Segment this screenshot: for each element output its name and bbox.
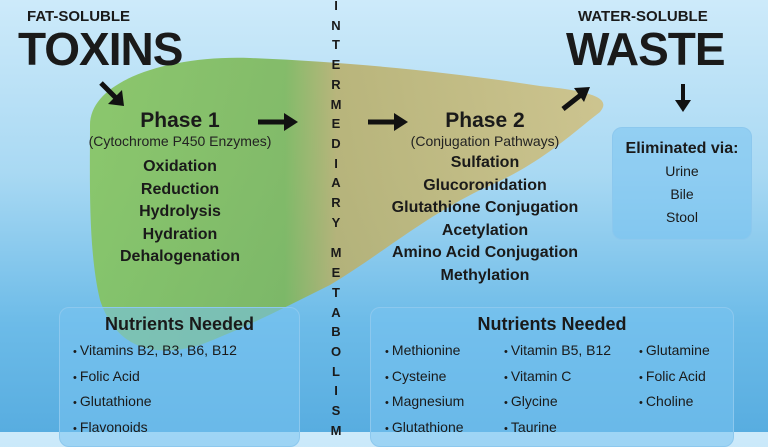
phase1-item: Hydration	[142, 225, 218, 243]
arrow-right-icon	[368, 113, 408, 131]
nutrient-item: Methionine	[385, 339, 464, 365]
phase2-item: Acetylation	[441, 221, 529, 239]
nutrient-item: Magnesium	[385, 390, 464, 416]
nutrient-item: Choline	[639, 390, 710, 416]
phase2-section: Phase 2 (Conjugation Pathways) Sulfation…	[370, 109, 600, 287]
nutrient-item: Glycine	[504, 390, 611, 416]
phase1-title: Phase 1	[140, 109, 220, 132]
nutrient-item: Glutathione	[73, 390, 237, 416]
nutrient-item: Folic Acid	[73, 365, 237, 391]
arrow-right-icon	[258, 113, 298, 131]
waste-heading: WASTE	[566, 23, 726, 75]
arrow-down-right-icon	[99, 81, 124, 106]
elimination-title: Eliminated via:	[625, 140, 739, 157]
nutrient-item: Flavonoids	[73, 416, 237, 442]
toxins-heading: TOXINS	[18, 23, 183, 75]
elimination-item: Bile	[670, 186, 694, 202]
phase2-nutrients-box: Nutrients Needed Methionine Cysteine Mag…	[370, 307, 734, 447]
nutrient-item: Glutathione	[385, 416, 464, 442]
nutrient-item: Vitamin B5, B12	[504, 339, 611, 365]
nutrient-item: Cysteine	[385, 365, 464, 391]
liver-illustration	[89, 57, 604, 351]
water-soluble-label: WATER-SOLUBLE	[578, 8, 708, 25]
nutrient-item: Taurine	[504, 416, 611, 442]
phase2-subtitle: (Conjugation Pathways)	[410, 133, 560, 149]
phase2-item: Sulfation	[450, 154, 520, 171]
phase1-item: Hydrolysis	[139, 203, 221, 220]
nutrients-title: Nutrients Needed	[477, 314, 627, 334]
elimination-box: Eliminated via: Urine Bile Stool	[612, 127, 752, 240]
phase2-title: Phase 2	[445, 109, 525, 132]
phase2-item: Glucoronidation	[423, 176, 547, 194]
phase1-item: Dehalogenation	[119, 248, 240, 265]
phase1-section: Phase 1 (Cytochrome P450 Enzymes) Oxidat…	[80, 109, 280, 269]
phase1-subtitle: (Cytochrome P450 Enzymes)	[88, 133, 272, 149]
phase2-list: Sulfation Glucoronidation Glutathione Co…	[370, 152, 600, 287]
nutrient-item: Vitamin C	[504, 365, 611, 391]
nutrient-item: Vitamins B2, B3, B6, B12	[73, 339, 237, 365]
nutrients-title: Nutrients Needed	[104, 314, 255, 334]
phase2-item: Glutathione Conjugation	[391, 199, 579, 216]
arrow-up-right-icon	[561, 87, 590, 111]
phase1-item: Oxidation	[143, 158, 217, 175]
phase1-list: Oxidation Reduction Hydrolysis Hydration…	[80, 156, 280, 269]
fat-soluble-label: FAT-SOLUBLE	[27, 8, 131, 25]
phase2-item: Amino Acid Conjugation	[391, 244, 579, 261]
nutrient-item: Glutamine	[639, 339, 710, 365]
phase1-item: Reduction	[140, 180, 220, 198]
phase2-item: Methylation	[440, 266, 530, 284]
nutrient-item: Folic Acid	[639, 365, 710, 391]
arrow-down-icon	[675, 84, 691, 112]
phase1-nutrients-box: Nutrients Needed Vitamins B2, B3, B6, B1…	[59, 307, 300, 447]
elimination-item: Urine	[665, 163, 699, 179]
elimination-item: Stool	[666, 209, 698, 225]
